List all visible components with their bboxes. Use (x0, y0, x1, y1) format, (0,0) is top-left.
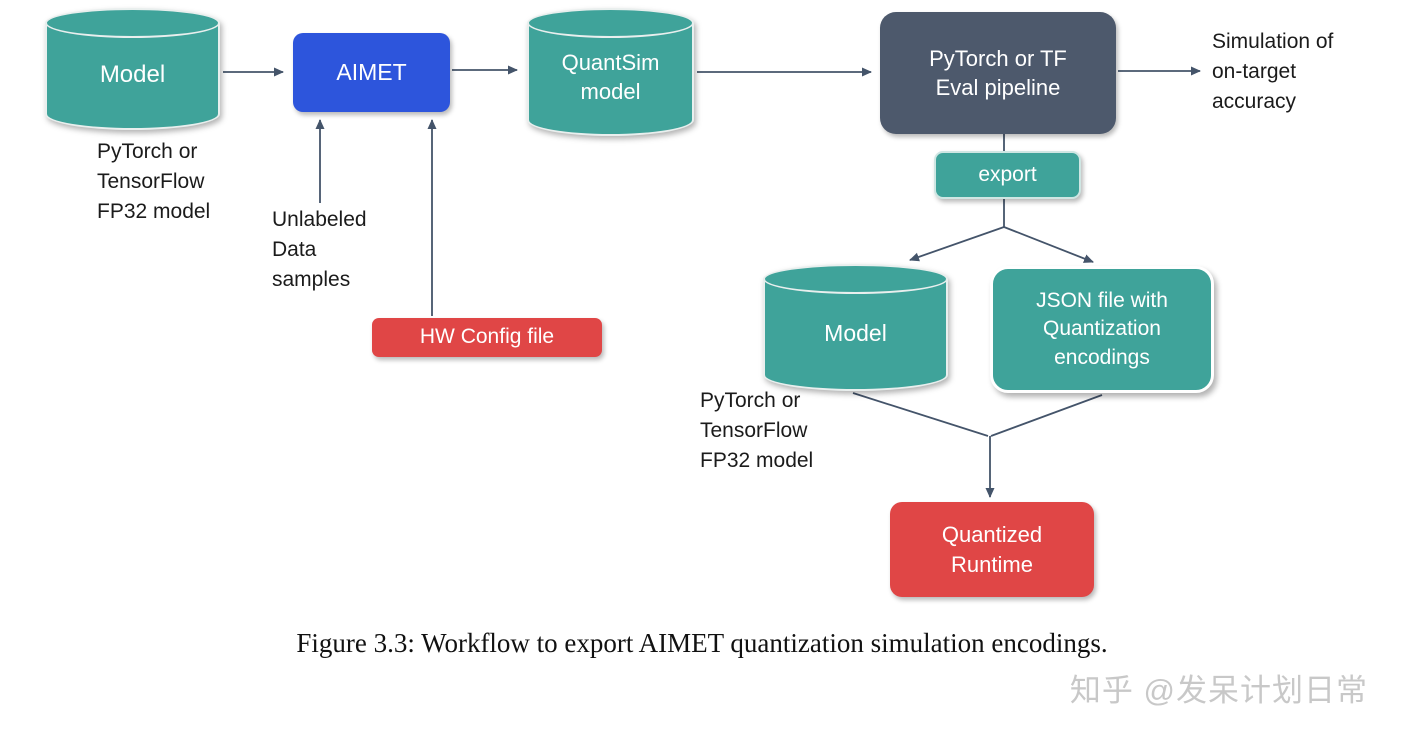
aimet-box: AIMET (293, 33, 450, 112)
model-fp32-cylinder-body (45, 23, 220, 130)
quantsim-cylinder-top (527, 8, 694, 38)
exported-model-cylinder-body (763, 279, 948, 391)
quantized-runtime-label: Quantized Runtime (941, 522, 1043, 577)
unlabeled-data-text: Unlabeled Data samples (272, 208, 367, 291)
export-box: export (934, 151, 1081, 199)
exported-model-label: Model (824, 319, 887, 346)
hw-config-label: HW Config file (419, 325, 555, 349)
json-encodings-label: JSON file with Quantization encodings (1036, 289, 1168, 369)
arrow-export-to-json (1003, 226, 1094, 263)
quantsim-cylinder-body (527, 23, 694, 136)
model-fp32-cylinder: Model (45, 8, 220, 130)
quantsim-cylinder: QuantSim model (527, 8, 694, 136)
model-fp32-caption: PyTorch or TensorFlow FP32 model (97, 140, 211, 223)
exported-model-caption: PyTorch or TensorFlow FP32 model (700, 389, 814, 472)
line-model-to-merge (852, 392, 989, 437)
hw-config-box: HW Config file (372, 318, 602, 357)
eval-pipeline-label: PyTorch or TF Eval pipeline (929, 45, 1067, 100)
arrow-export-to-model (909, 226, 1005, 262)
watermark: 知乎 @发呆计划日常 (1069, 673, 1368, 708)
eval-pipeline-box: PyTorch or TF Eval pipeline (880, 12, 1116, 134)
quantized-runtime-box: Quantized Runtime (890, 502, 1094, 597)
simulation-accuracy-text: Simulation of on-target accuracy (1212, 30, 1334, 113)
aimet-label: AIMET (336, 59, 407, 86)
model-fp32-label: Model (99, 61, 166, 89)
quantsim-label: QuantSim model (561, 50, 660, 104)
model-fp32-cylinder-top (45, 8, 220, 38)
exported-model-cylinder-top (763, 264, 948, 294)
export-label: export (978, 162, 1037, 186)
figure-caption: Figure 3.3: Workflow to export AIMET qua… (296, 628, 1108, 658)
json-encodings-box: JSON file with Quantization encodings (990, 266, 1214, 393)
exported-model-cylinder: Model (763, 264, 948, 391)
line-json-to-merge (990, 394, 1103, 437)
